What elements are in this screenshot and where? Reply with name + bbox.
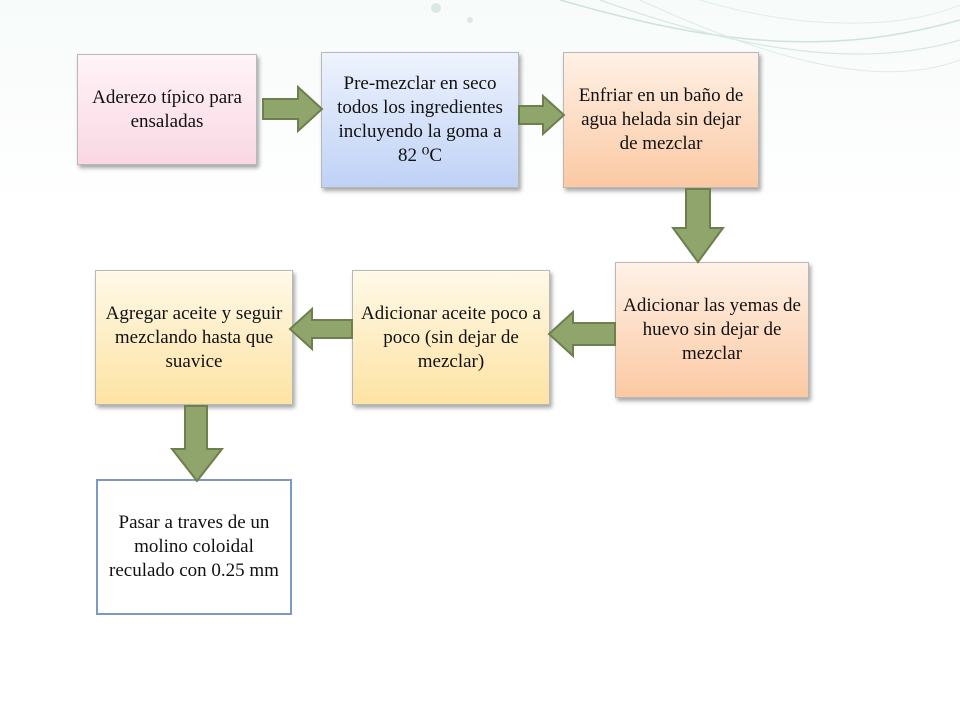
step-text: Pre-mezclar en seco todos los ingredient… <box>337 73 503 166</box>
step-text: Adicionar aceite poco a poco (sin dejar … <box>361 302 541 372</box>
step-box-premezclar: Pre-mezclar en seco todos los ingredient… <box>321 52 519 188</box>
arrow-right-icon <box>262 84 324 134</box>
step-box-aderezo: Aderezo típico para ensaladas <box>77 54 257 165</box>
arrow-right-icon <box>518 93 566 137</box>
step-text: Agregar aceite y seguir mezclando hasta … <box>105 302 283 372</box>
step-text: Pasar a traves de un molino coloidal rec… <box>109 512 279 581</box>
arrow-left-icon <box>547 309 616 359</box>
arrow-down-icon <box>169 405 225 483</box>
step-text: Enfriar en un baño de agua helada sin de… <box>578 85 744 154</box>
step-box-yemas: Adicionar las yemas de huevo sin dejar d… <box>615 262 809 398</box>
arrow-down-icon <box>671 188 725 264</box>
arrow-left-icon <box>288 306 353 352</box>
step-text: Aderezo típico para ensaladas <box>92 86 242 132</box>
step-box-enfriar: Enfriar en un baño de agua helada sin de… <box>563 52 759 188</box>
step-box-agregar-aceite: Agregar aceite y seguir mezclando hasta … <box>95 270 293 405</box>
step-text: Adicionar las yemas de huevo sin dejar d… <box>623 295 801 364</box>
step-box-aceite-poco: Adicionar aceite poco a poco (sin dejar … <box>352 270 550 405</box>
step-box-molino: Pasar a traves de un molino coloidal rec… <box>96 479 292 615</box>
